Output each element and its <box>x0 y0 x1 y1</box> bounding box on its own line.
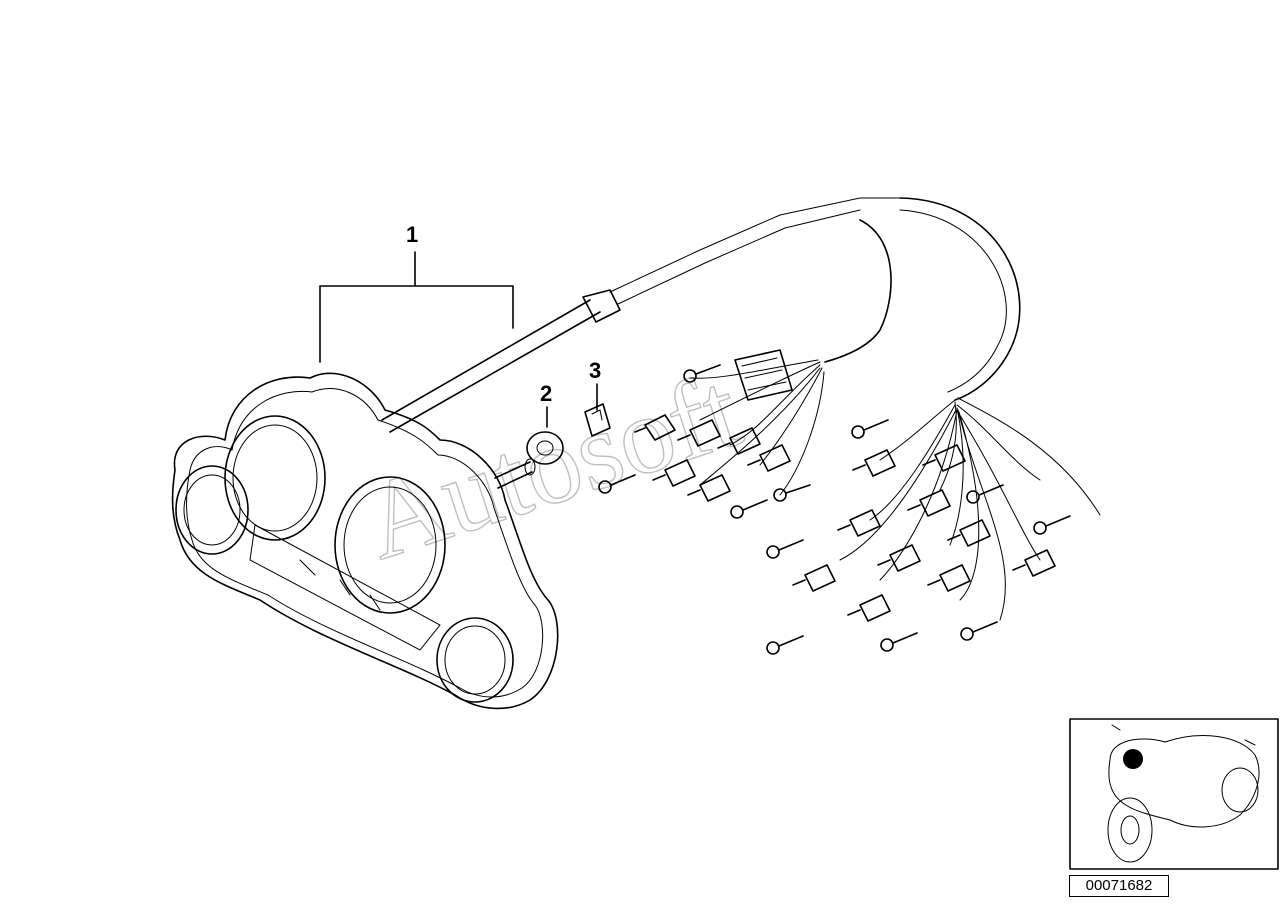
ring-terminal <box>966 484 1004 504</box>
bullet-connector <box>947 519 991 547</box>
ring-terminal <box>598 474 636 494</box>
ring-terminal <box>960 621 998 641</box>
ring-terminal <box>773 484 811 502</box>
callout-2-label: 2 <box>540 381 552 406</box>
bullet-connector <box>922 444 966 472</box>
cable-loop <box>899 197 1021 401</box>
callout-2: 2 <box>540 381 552 428</box>
ring-terminal <box>683 364 721 383</box>
bullet-connector <box>1012 549 1056 577</box>
bullet-connector <box>927 564 971 592</box>
bullet-connector <box>747 444 791 472</box>
bullet-connector <box>792 564 836 592</box>
ring-terminal <box>880 632 918 652</box>
bullet-connector <box>634 414 676 441</box>
callout-3-label: 3 <box>589 358 601 383</box>
part-number-label: 00071682 <box>1069 875 1169 897</box>
motorcycle-thumbnail <box>1069 718 1279 870</box>
location-marker <box>1123 749 1143 769</box>
ring-terminal <box>766 539 804 559</box>
bullet-connector <box>847 594 891 622</box>
clip <box>584 403 611 437</box>
ring-terminal <box>851 419 889 439</box>
wiring-harness <box>598 359 1101 655</box>
callout-1-label: 1 <box>406 222 418 247</box>
bullet-connector <box>877 544 921 572</box>
bullet-connector <box>652 459 696 487</box>
bullet-connector <box>837 509 881 537</box>
grommet <box>526 431 564 465</box>
bullet-connector <box>907 489 951 517</box>
callout-1: 1 <box>319 222 514 363</box>
callout-3: 3 <box>589 358 601 411</box>
ring-terminal <box>1033 515 1071 535</box>
ring-terminal <box>766 635 804 655</box>
multi-pin-connector <box>734 349 793 401</box>
instrument-cluster <box>171 197 901 710</box>
bullet-connector <box>717 427 761 455</box>
ring-terminal <box>730 499 768 519</box>
bullet-connector <box>677 419 721 447</box>
bullet-connector <box>687 474 731 502</box>
bullet-connector <box>852 449 896 477</box>
